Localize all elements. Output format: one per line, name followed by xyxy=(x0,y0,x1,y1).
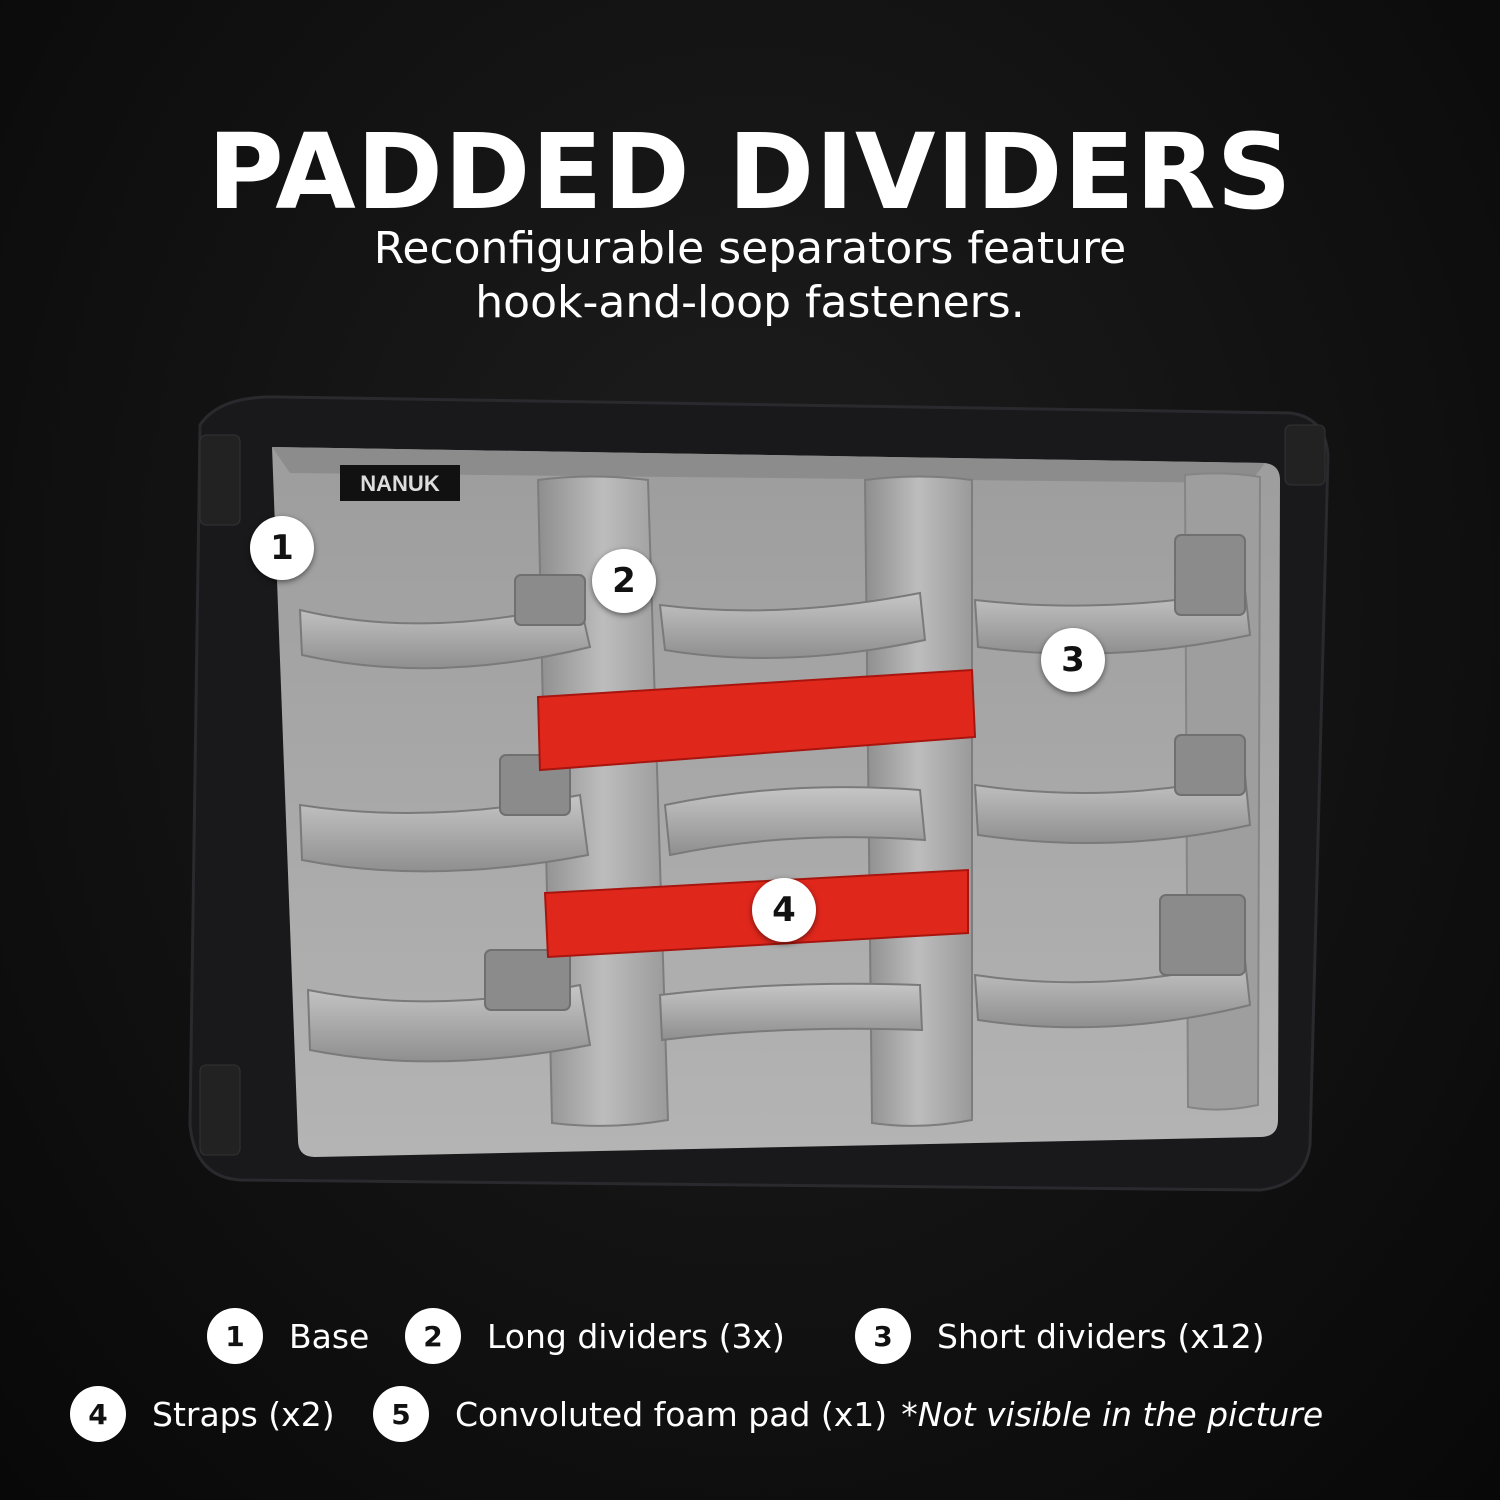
legend-item-straps: 4 Straps (x2) xyxy=(70,1384,335,1444)
legend-label: Base xyxy=(289,1316,370,1356)
divider-case-illustration: NANUK xyxy=(188,395,1330,1192)
legend-number: 1 xyxy=(207,1308,263,1364)
legend-label: Convoluted foam pad (x1) xyxy=(455,1394,888,1434)
marker-4: 4 xyxy=(752,878,816,942)
marker-2: 2 xyxy=(592,549,656,613)
legend-item-short-dividers: 3 Short dividers (x12) xyxy=(855,1306,1265,1366)
legend-item-long-dividers: 2 Long dividers (3x) xyxy=(405,1306,785,1366)
page-subtitle: Reconfigurable separators feature hook-a… xyxy=(0,222,1500,330)
subtitle-line-2: hook-and-loop fasteners. xyxy=(475,277,1025,328)
legend-label: Short dividers (x12) xyxy=(937,1316,1265,1356)
legend-number: 4 xyxy=(70,1386,126,1442)
legend-number: 3 xyxy=(855,1308,911,1364)
brand-label: NANUK xyxy=(360,471,440,496)
legend-item-base: 1 Base xyxy=(207,1306,369,1366)
brand-tag xyxy=(340,465,460,501)
marker-1: 1 xyxy=(250,516,314,580)
legend-item-foam-pad: 5 Convoluted foam pad (x1) *Not visible … xyxy=(373,1384,1323,1444)
legend-number: 2 xyxy=(405,1308,461,1364)
strap-upper xyxy=(536,668,977,772)
legend-label: Long dividers (3x) xyxy=(487,1316,785,1356)
marker-3: 3 xyxy=(1041,628,1105,692)
legend-label: Straps (x2) xyxy=(152,1394,335,1434)
legend-note: *Not visible in the picture xyxy=(901,1394,1324,1434)
subtitle-line-1: Reconfigurable separators feature xyxy=(373,223,1127,274)
page-title: PADDED DIVIDERS xyxy=(207,111,1293,233)
legend-number: 5 xyxy=(373,1386,429,1442)
